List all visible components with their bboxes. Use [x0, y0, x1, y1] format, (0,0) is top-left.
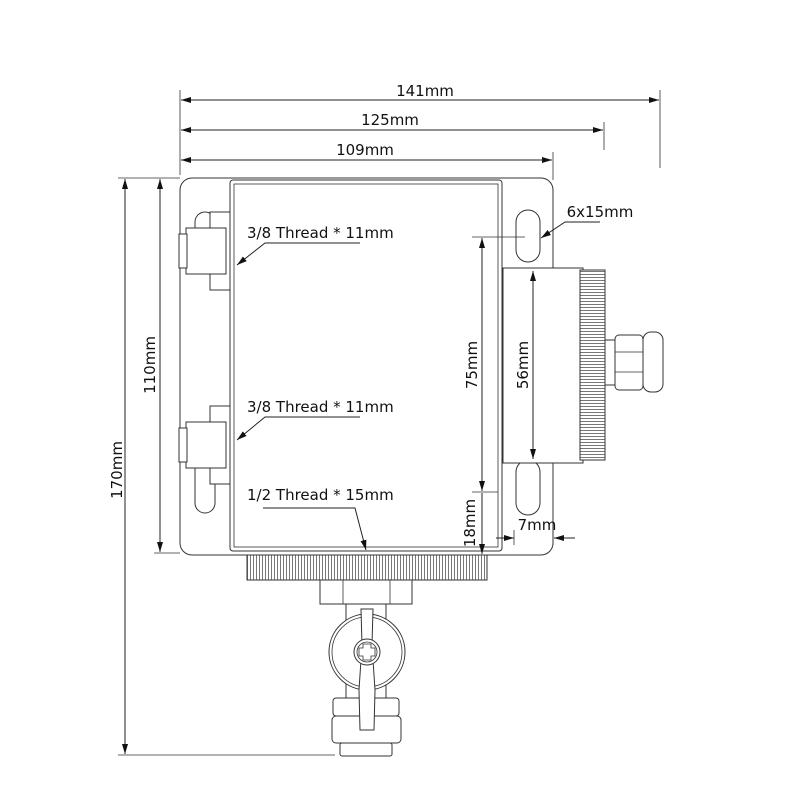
callout-port-lower: 3/8 Thread * 11mm	[247, 398, 394, 416]
callout-port-bottom: 1/2 Thread * 15mm	[247, 486, 394, 504]
dim-overall-height: 170mm	[108, 441, 126, 499]
dim-slot-size: 6x15mm	[567, 203, 634, 221]
dim-outlet-height: 56mm	[514, 341, 532, 389]
side-outlet-knob	[502, 267, 664, 464]
dim-bracket-width: 125mm	[361, 111, 419, 129]
dim-body-width: 109mm	[336, 141, 394, 159]
slot-right-bottom	[515, 459, 541, 516]
callout-port-upper: 3/8 Thread * 11mm	[247, 224, 394, 242]
dim-bracket-height: 110mm	[141, 336, 159, 394]
dim-overall-width: 141mm	[396, 82, 454, 100]
dim-hole-offset-bottom: 18mm	[461, 499, 479, 547]
bottom-valve-assembly	[246, 554, 488, 757]
screw-icon	[353, 638, 381, 666]
slot-right-top	[515, 209, 541, 263]
left-port-upper	[178, 211, 231, 291]
dim-hole-offset-side: 7mm	[518, 516, 557, 534]
dim-hole-spacing: 75mm	[463, 341, 481, 389]
dimension-lines	[118, 90, 661, 756]
left-port-lower	[178, 405, 231, 485]
valve-handle	[358, 608, 376, 731]
